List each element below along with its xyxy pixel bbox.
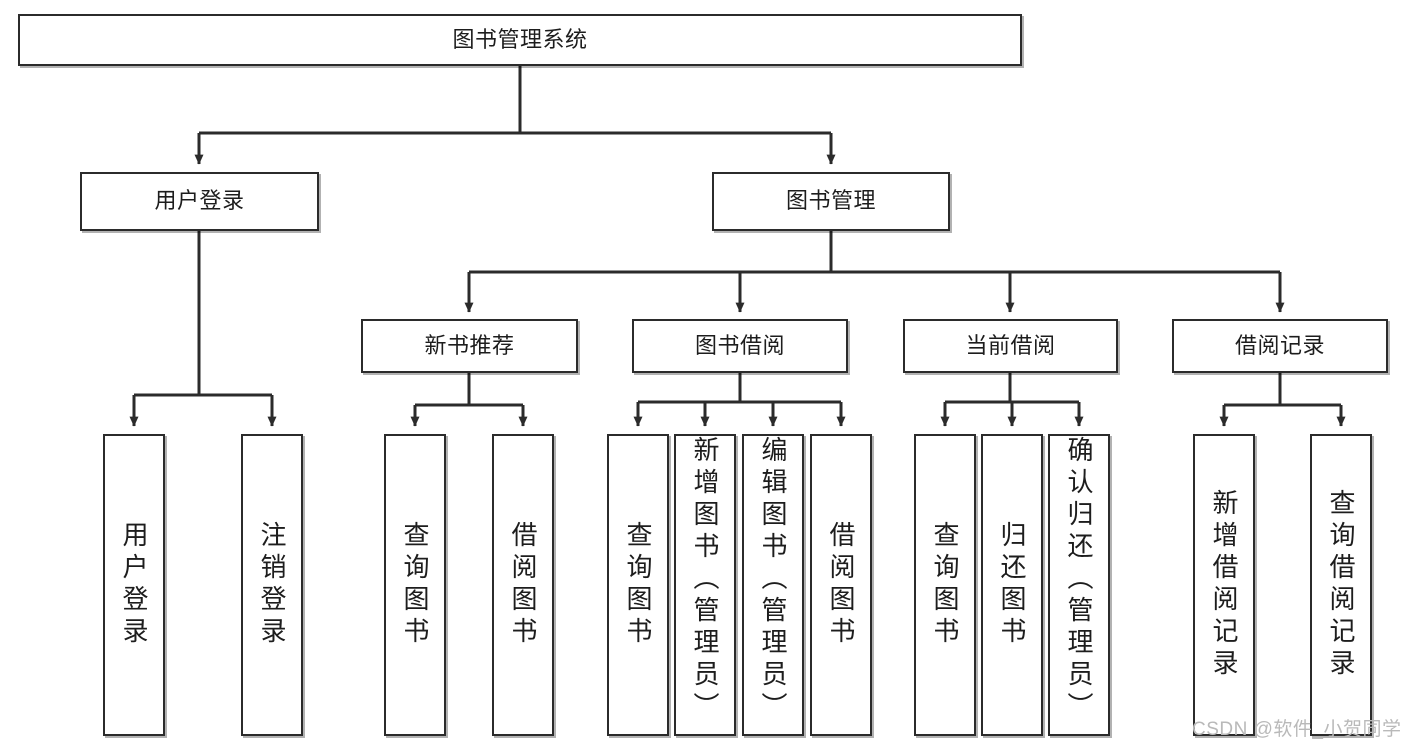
node-label: 确认归还（管理员） bbox=[1064, 436, 1094, 724]
leaf-recommend-query-book[interactable]: 查询图书 bbox=[384, 434, 446, 736]
node-borrow-record[interactable]: 借阅记录 bbox=[1172, 319, 1388, 373]
leaf-current-confirm-return-admin[interactable]: 确认归还（管理员） bbox=[1048, 434, 1110, 736]
node-label: 查询借阅记录 bbox=[1326, 489, 1356, 681]
leaf-recommend-borrow-book[interactable]: 借阅图书 bbox=[492, 434, 554, 736]
leaf-borrow-query-book[interactable]: 查询图书 bbox=[607, 434, 669, 736]
node-label: 新增借阅记录 bbox=[1209, 489, 1239, 681]
node-label: 查询图书 bbox=[623, 521, 653, 649]
leaf-borrow-edit-book-admin[interactable]: 编辑图书（管理员） bbox=[742, 434, 804, 736]
node-current-borrow[interactable]: 当前借阅 bbox=[903, 319, 1118, 373]
node-book-borrow[interactable]: 图书借阅 bbox=[632, 319, 848, 373]
node-label: 用户登录 bbox=[154, 188, 245, 214]
node-book-management[interactable]: 图书管理 bbox=[712, 172, 950, 231]
node-label: 借阅图书 bbox=[826, 521, 856, 649]
leaf-borrow-add-book-admin[interactable]: 新增图书（管理员） bbox=[674, 434, 736, 736]
leaf-borrow-borrow-book[interactable]: 借阅图书 bbox=[810, 434, 872, 736]
node-label: 图书管理 bbox=[785, 188, 876, 214]
node-label: 借阅图书 bbox=[508, 521, 538, 649]
leaf-user-login-logout[interactable]: 注销登录 bbox=[241, 434, 303, 736]
node-label: 借阅记录 bbox=[1234, 332, 1325, 358]
node-label: 图书管理系统 bbox=[452, 26, 588, 52]
node-user-login[interactable]: 用户登录 bbox=[80, 172, 319, 231]
node-label: 编辑图书（管理员） bbox=[758, 436, 788, 724]
watermark-text: CSDN @软件_小贺同学 bbox=[1192, 719, 1402, 740]
node-label: 新增图书（管理员） bbox=[690, 436, 720, 724]
leaf-user-login-login[interactable]: 用户登录 bbox=[103, 434, 165, 736]
leaf-record-query-record[interactable]: 查询借阅记录 bbox=[1310, 434, 1372, 736]
node-new-book-recommend[interactable]: 新书推荐 bbox=[361, 319, 578, 373]
leaf-record-add-record[interactable]: 新增借阅记录 bbox=[1193, 434, 1255, 736]
node-root-system[interactable]: 图书管理系统 bbox=[18, 14, 1022, 66]
node-label: 新书推荐 bbox=[424, 332, 515, 358]
node-label: 注销登录 bbox=[257, 521, 287, 649]
node-label: 当前借阅 bbox=[965, 332, 1056, 358]
node-label: 归还图书 bbox=[997, 521, 1027, 649]
node-label: 图书借阅 bbox=[694, 332, 785, 358]
leaf-current-query-book[interactable]: 查询图书 bbox=[914, 434, 976, 736]
node-label: 用户登录 bbox=[119, 521, 149, 649]
leaf-current-return-book[interactable]: 归还图书 bbox=[981, 434, 1043, 736]
node-label: 查询图书 bbox=[930, 521, 960, 649]
node-label: 查询图书 bbox=[400, 521, 430, 649]
